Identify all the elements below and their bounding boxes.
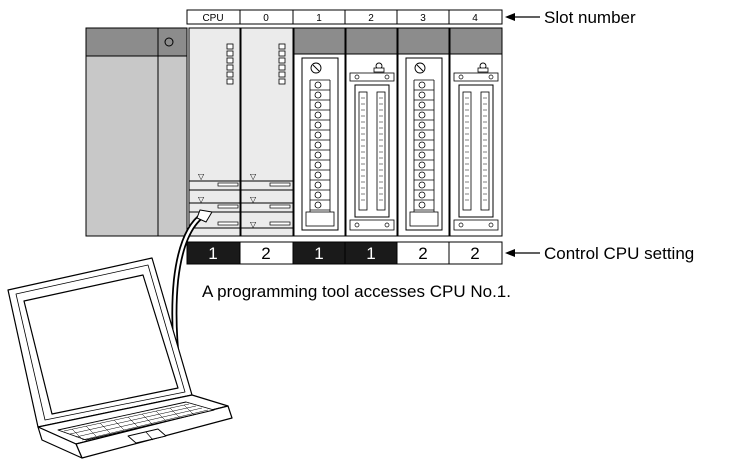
control-cpu-value-2: 1 [366, 244, 375, 263]
power-supply-module [85, 27, 188, 237]
cpu-module-2: ▽ ▽ ▽ [240, 27, 294, 237]
slot-number-row: CPU 0 1 2 3 4 [186, 9, 503, 25]
slot-label-4: 4 [472, 13, 478, 24]
arrowhead-icon [505, 13, 515, 21]
caption-text: A programming tool accesses CPU No.1. [202, 282, 511, 301]
connector-pins-icon [465, 97, 487, 201]
led-indicators-icon [278, 43, 286, 85]
connector-pins-icon [361, 97, 383, 201]
terminal-block-icon [413, 79, 435, 212]
cpu-module-1: ▽ ▽ [188, 27, 241, 237]
slot-number-callout: Slot number [505, 8, 636, 27]
slot-label-3: 3 [420, 13, 426, 24]
power-led-icon [164, 37, 174, 47]
base-unit: ▽ ▽ ▽ ▽ [85, 27, 503, 237]
io-module-connector-slot-2 [345, 27, 398, 237]
screw-icon [414, 62, 426, 74]
control-cpu-cell-4 [448, 241, 503, 265]
laptop-icon [7, 257, 233, 459]
control-cpu-value-0: 2 [261, 244, 270, 263]
terminal-block-icon [309, 79, 331, 212]
control-cpu-value-4: 2 [470, 244, 479, 263]
svg-text:▽: ▽ [250, 220, 257, 229]
control-cpu-callout: Control CPU setting [505, 244, 694, 263]
arrowhead-icon [505, 249, 515, 257]
slot-label-0: 0 [263, 13, 269, 24]
control-cpu-row: 1 2 1 1 2 2 [186, 241, 503, 265]
slot-label-cpu: CPU [202, 13, 223, 24]
svg-text:▽: ▽ [198, 195, 205, 204]
svg-text:▽: ▽ [250, 172, 257, 181]
io-module-terminal-slot-1 [293, 27, 346, 237]
control-cpu-value-3: 2 [418, 244, 427, 263]
slot-label-2: 2 [368, 13, 374, 24]
control-cpu-value-cpu: 1 [208, 244, 217, 263]
slot-number-label: Slot number [544, 8, 636, 27]
svg-text:▽: ▽ [250, 195, 257, 204]
slot-label-1: 1 [316, 13, 322, 24]
control-cpu-value-1: 1 [314, 244, 323, 263]
svg-text:▽: ▽ [198, 172, 205, 181]
io-module-connector-slot-4 [449, 27, 503, 237]
control-cpu-label: Control CPU setting [544, 244, 694, 263]
io-module-terminal-slot-3 [397, 27, 450, 237]
screw-icon [310, 62, 322, 74]
led-indicators-icon [226, 43, 234, 85]
